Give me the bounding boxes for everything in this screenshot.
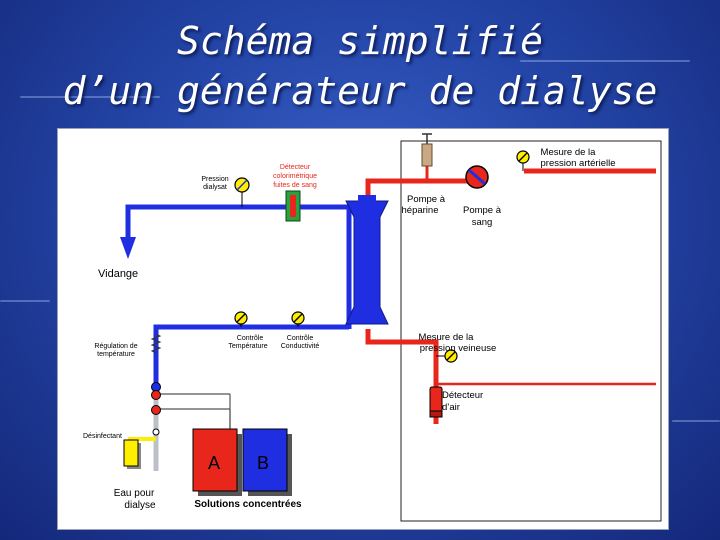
valve-red-2 [151,405,161,415]
venous-pressure-gauge [436,349,458,363]
temperature-control-gauge [234,311,248,327]
container-b [242,428,288,492]
dialysate-pressure-gauge [234,177,250,207]
slide-title-line2: d’un générateur de dialyse [62,69,658,113]
background-streak [20,96,160,98]
valve-small [152,428,160,436]
arterial-pressure-gauge [516,150,530,171]
sampling-lines [156,393,231,429]
dialyzer [345,200,389,325]
container-a-label: A [208,453,220,473]
background-streak [0,300,50,302]
blood-leak-detector-core [290,195,296,217]
background-streak [672,420,720,422]
heparin-syringe [421,143,433,167]
label-solutions: Solutions concentrées [194,499,302,510]
container-a [192,428,238,492]
blood-circuit-frame [400,140,662,522]
blood-pump-rotor [468,168,486,186]
drain-arrow [120,237,136,259]
heater-coil [150,333,162,354]
label-desinfectant: Désinfectant [83,433,122,440]
air-detector-clamp [429,410,443,418]
conductivity-control-gauge [291,311,305,327]
background-streak [520,60,690,62]
disinfectant-container [123,439,139,467]
dialyzer-cap-top [358,195,376,202]
slide-title-line1: Schéma simplifié [176,19,544,63]
valve-red-1 [151,390,161,400]
air-detector [429,386,443,414]
container-b-label: B [257,453,269,473]
label-vidange: Vidange [98,268,138,280]
